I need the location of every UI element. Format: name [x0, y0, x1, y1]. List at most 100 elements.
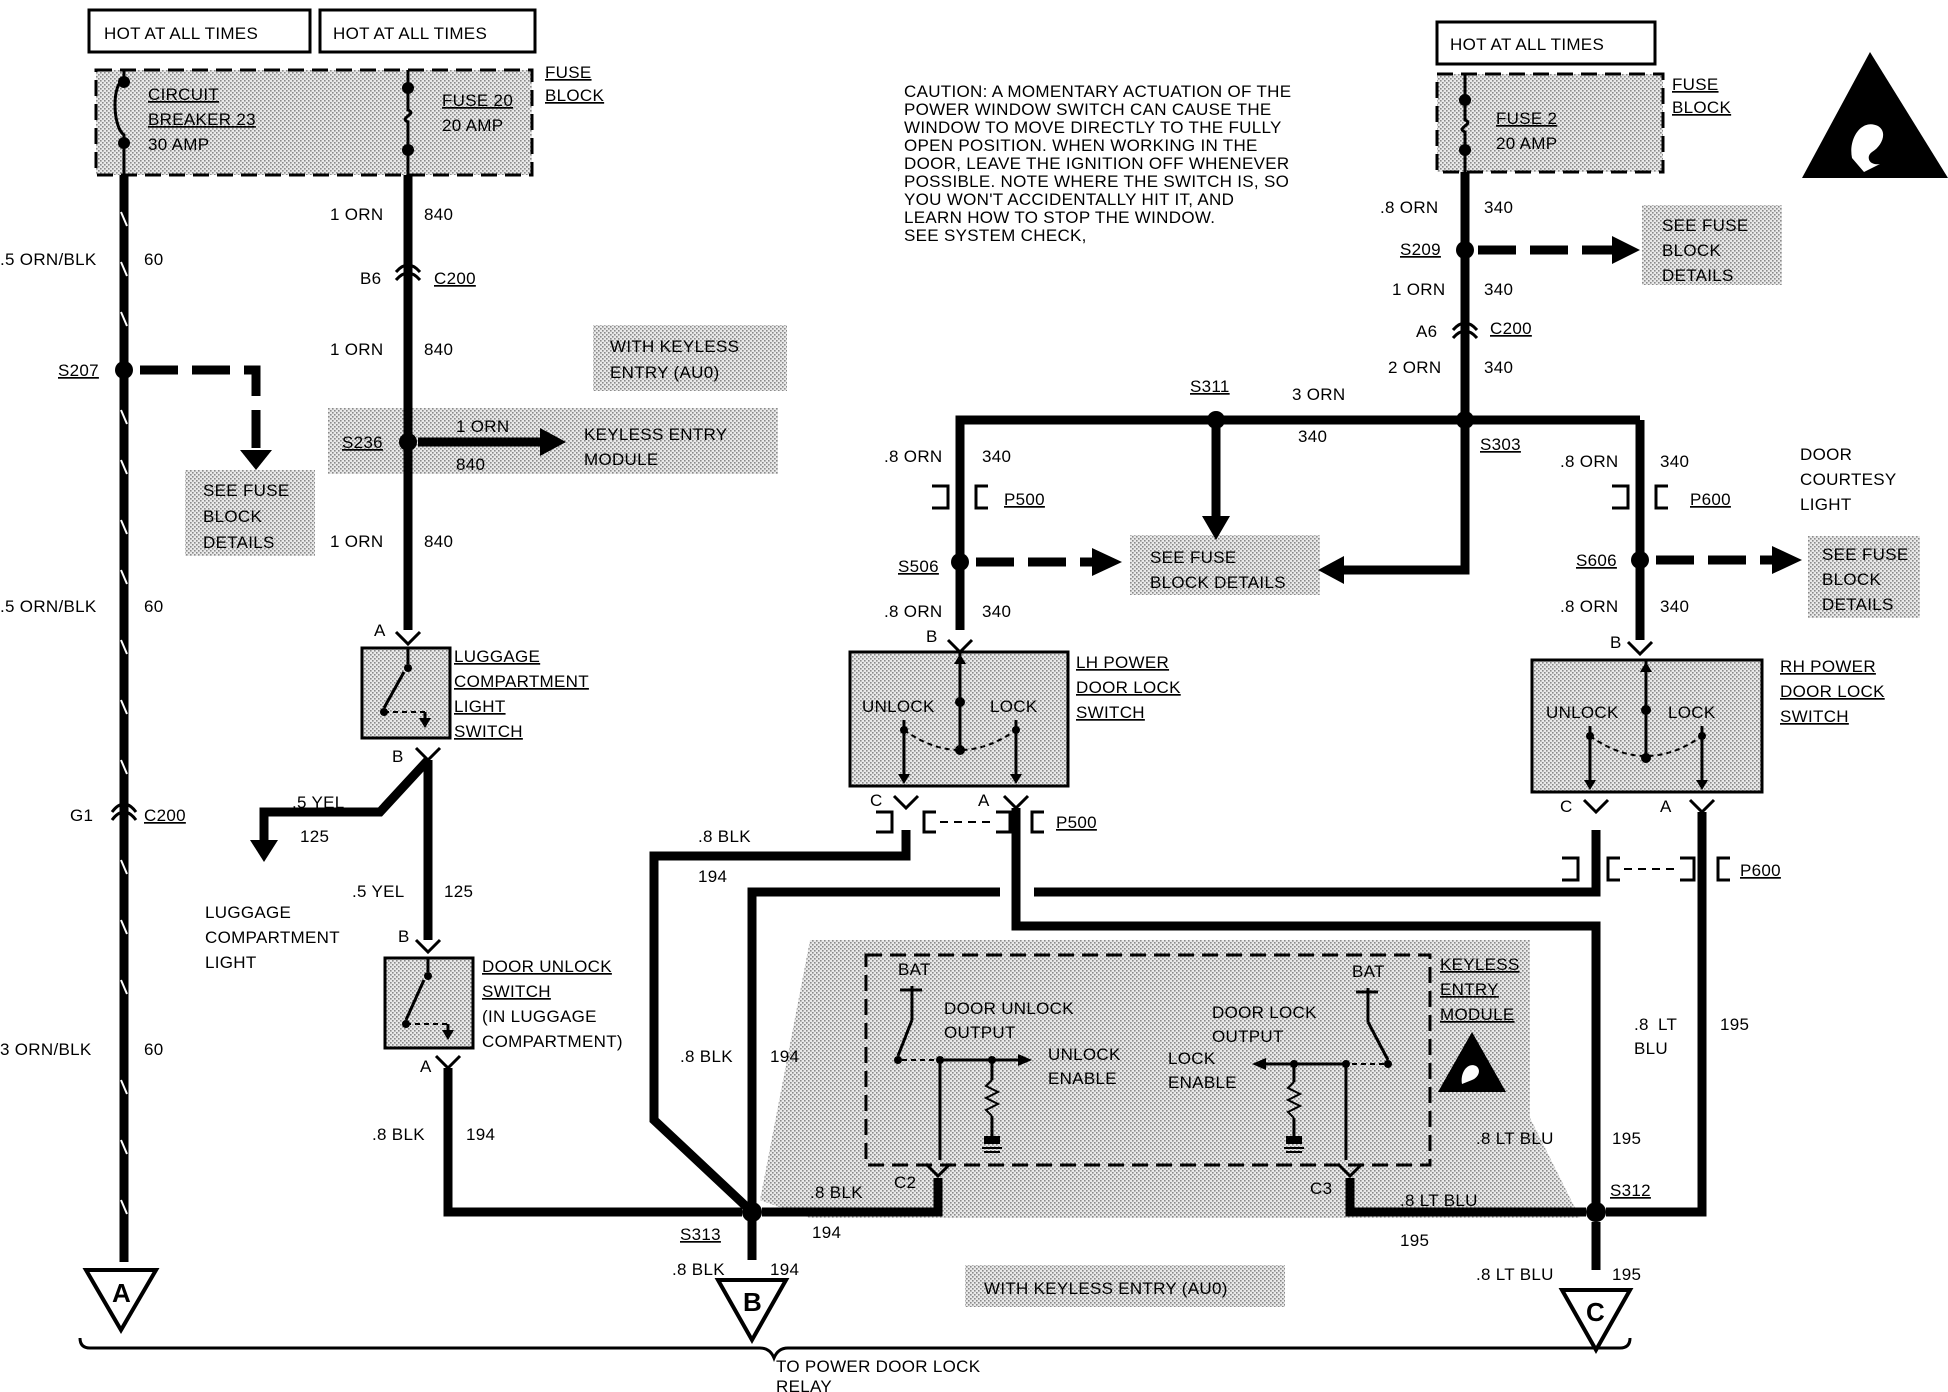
- splice-s506: [951, 553, 969, 571]
- terminal-b: B: [714, 1278, 790, 1345]
- svg-text:S312: S312: [1610, 1181, 1651, 1200]
- svg-text:HOT AT ALL TIMES: HOT AT ALL TIMES: [333, 24, 487, 43]
- see-fuse-block-2: SEE FUSE BLOCK DETAILS: [1662, 216, 1748, 285]
- svg-text:P600: P600: [1690, 490, 1731, 509]
- svg-text:.8 ORN: .8 ORN: [1380, 198, 1438, 217]
- svg-text:DOOR LOCK: DOOR LOCK: [1076, 678, 1181, 697]
- svg-text:BLOCK: BLOCK: [545, 86, 604, 105]
- svg-text:SWITCH: SWITCH: [1076, 703, 1145, 722]
- svg-text:COURTESY: COURTESY: [1800, 470, 1897, 489]
- svg-text:1 ORN: 1 ORN: [456, 417, 509, 436]
- svg-text:LUGGAGE: LUGGAGE: [454, 647, 540, 666]
- see-fuse-block-details-mid: SEE FUSE BLOCK DETAILS: [1150, 548, 1286, 592]
- esd-warning-small-icon: [1438, 1032, 1506, 1092]
- splice-s312: [1586, 1202, 1606, 1222]
- svg-text:P500: P500: [1004, 490, 1045, 509]
- svg-text:125: 125: [300, 827, 329, 846]
- svg-text:60: 60: [144, 1040, 164, 1059]
- svg-text:DETAILS: DETAILS: [203, 533, 275, 552]
- svg-text:1 ORN: 1 ORN: [330, 532, 383, 551]
- svg-text:HOT AT ALL TIMES: HOT AT ALL TIMES: [1450, 35, 1604, 54]
- keyless-entry-module: KEYLESS ENTRY MODULE BAT BAT DOOR UNLOCK…: [864, 953, 1519, 1167]
- svg-text:60: 60: [144, 250, 164, 269]
- to-power-door-lock-relay: TO POWER DOOR LOCK RELAY: [776, 1357, 980, 1392]
- connector-p500-bottom: P500: [876, 810, 1097, 834]
- svg-text:125: 125: [444, 882, 473, 901]
- splice-s311: [1207, 411, 1225, 429]
- svg-text:C200: C200: [144, 806, 186, 825]
- svg-text:DOOR: DOOR: [1800, 445, 1852, 464]
- svg-text:SEE FUSE: SEE FUSE: [203, 481, 289, 500]
- svg-text:.8 BLK: .8 BLK: [672, 1260, 725, 1279]
- svg-text:S311: S311: [1190, 377, 1230, 396]
- svg-text:340: 340: [1484, 198, 1513, 217]
- splice-s303: [1456, 411, 1474, 429]
- svg-text:340: 340: [1660, 597, 1689, 616]
- hot-at-all-times-1: HOT AT ALL TIMES: [87, 8, 312, 54]
- svg-text:COMPARTMENT): COMPARTMENT): [482, 1032, 623, 1051]
- svg-text:B: B: [926, 627, 938, 646]
- svg-text:194: 194: [770, 1260, 799, 1279]
- svg-text:194: 194: [770, 1047, 799, 1066]
- svg-text:840: 840: [456, 455, 485, 474]
- svg-text:2 ORN: 2 ORN: [1388, 358, 1441, 377]
- connector-b6-c200: B6 C200: [360, 263, 476, 288]
- fuse-block-label: FUSE: [545, 63, 592, 82]
- esd-warning-icon: [1802, 52, 1948, 178]
- svg-text:DOOR LOCK: DOOR LOCK: [1212, 1003, 1317, 1022]
- svg-text:DOOR UNLOCK: DOOR UNLOCK: [482, 957, 612, 976]
- circuit-breaker-23: CIRCUIT BREAKER 23 30 AMP: [113, 70, 256, 175]
- svg-text:WITH KEYLESS: WITH KEYLESS: [610, 337, 739, 356]
- svg-text:RH POWER: RH POWER: [1780, 657, 1876, 676]
- svg-text:OPEN POSITION. WHEN WORKING IN: OPEN POSITION. WHEN WORKING IN THE: [904, 136, 1258, 155]
- wire-label: .5 ORN/BLK: [0, 250, 97, 269]
- svg-text:.8 LT BLU: .8 LT BLU: [1476, 1265, 1554, 1284]
- svg-text:BAT: BAT: [1352, 962, 1385, 981]
- wire-circuit-195-rh: [1606, 812, 1707, 1217]
- svg-text:MODULE: MODULE: [1440, 1005, 1515, 1024]
- wire-circuit-125: [259, 756, 432, 840]
- luggage-compartment-light: LUGGAGE COMPARTMENT LIGHT: [205, 903, 340, 972]
- splice-s606: [1631, 551, 1649, 569]
- svg-text:C: C: [1560, 797, 1573, 816]
- hot-at-all-times-3: HOT AT ALL TIMES: [1435, 20, 1657, 66]
- svg-text:BLOCK: BLOCK: [1822, 570, 1881, 589]
- svg-text:195: 195: [1720, 1015, 1749, 1034]
- svg-text:YOU WON'T ACCIDENTALLY HIT IT,: YOU WON'T ACCIDENTALLY HIT IT, AND: [904, 190, 1234, 209]
- fuse-20: FUSE 20 20 AMP: [402, 70, 513, 175]
- svg-text:A: A: [1660, 797, 1672, 816]
- wire-c3: [1345, 1178, 1586, 1217]
- svg-text:.8 LT BLU: .8 LT BLU: [1476, 1129, 1554, 1148]
- svg-text:S303: S303: [1480, 435, 1521, 454]
- svg-text:DETAILS: DETAILS: [1662, 266, 1734, 285]
- connector-g1-c200: G1 C200: [70, 802, 186, 825]
- svg-text:(IN LUGGAGE: (IN LUGGAGE: [482, 1007, 597, 1026]
- svg-text:B: B: [743, 1287, 762, 1317]
- svg-text:C3: C3: [1310, 1179, 1332, 1198]
- terminal-c: C: [1558, 1288, 1634, 1355]
- svg-text:194: 194: [812, 1223, 841, 1242]
- see-fuse-block-3: SEE FUSE BLOCK DETAILS: [1822, 545, 1908, 614]
- svg-text:.8 BLK: .8 BLK: [698, 827, 751, 846]
- luggage-compartment-light-switch: LUGGAGE COMPARTMENT LIGHT SWITCH: [360, 646, 589, 741]
- svg-text:.8 ORN: .8 ORN: [884, 602, 942, 621]
- svg-text:.5 YEL: .5 YEL: [292, 793, 345, 812]
- wire-circuit-194-a: [443, 1068, 742, 1217]
- svg-text:DETAILS: DETAILS: [1822, 595, 1894, 614]
- svg-text:S606: S606: [1576, 551, 1617, 570]
- svg-text:BLOCK: BLOCK: [1662, 241, 1721, 260]
- svg-text:B6: B6: [360, 269, 381, 288]
- svg-text:340: 340: [1298, 427, 1327, 446]
- svg-text:B: B: [392, 747, 404, 766]
- svg-text:S506: S506: [898, 557, 939, 576]
- svg-text:LIGHT: LIGHT: [1800, 495, 1852, 514]
- splice-s207: [115, 361, 133, 379]
- svg-text:840: 840: [424, 205, 453, 224]
- svg-text:195: 195: [1400, 1231, 1429, 1250]
- door-unlock-switch: DOOR UNLOCK SWITCH (IN LUGGAGE COMPARTME…: [383, 956, 623, 1051]
- wire-circuit-195-lh: [1011, 808, 1601, 1212]
- svg-text:S207: S207: [58, 361, 99, 380]
- svg-text:194: 194: [698, 867, 727, 886]
- svg-text:S236: S236: [342, 433, 383, 452]
- svg-text:P500: P500: [1056, 813, 1097, 832]
